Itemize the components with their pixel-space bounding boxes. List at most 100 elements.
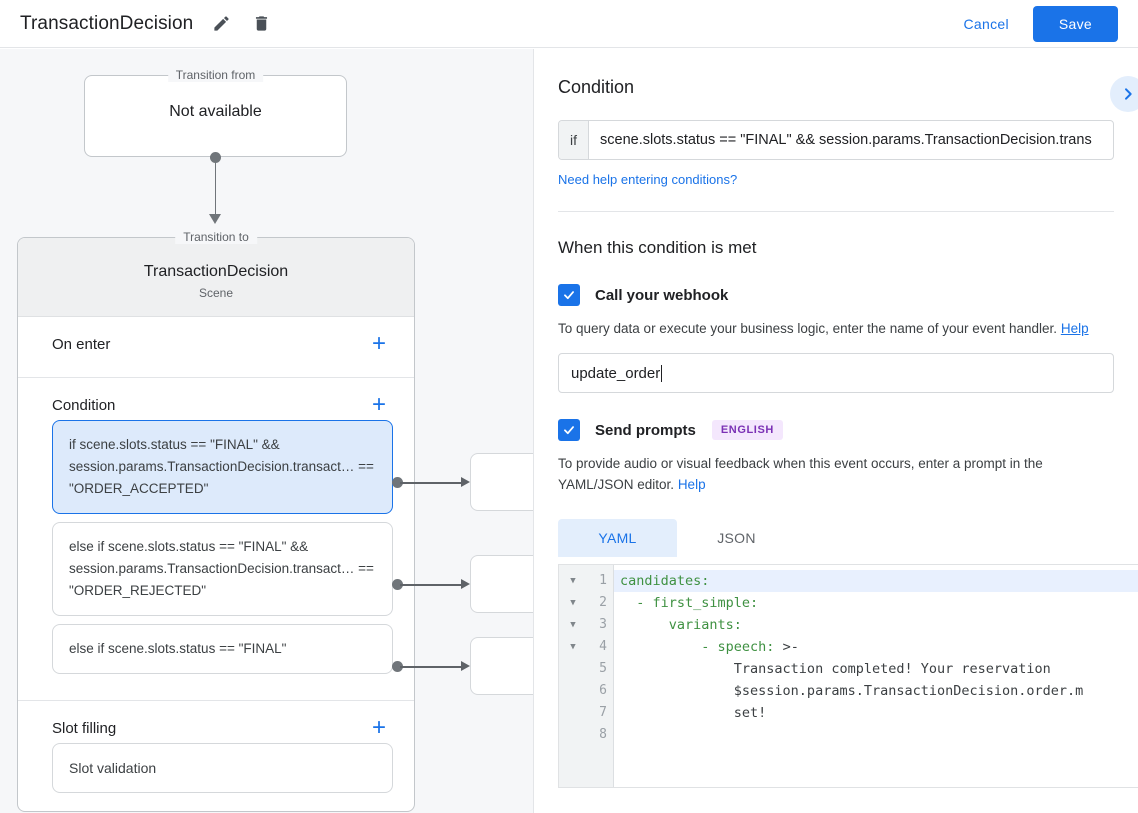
section-on-enter: On enter +	[18, 317, 414, 378]
scene-header[interactable]: TransactionDecision Scene	[18, 238, 414, 317]
code-line[interactable]: candidates:	[614, 570, 1138, 592]
webhook-description: To query data or execute your business l…	[558, 318, 1114, 339]
call-webhook-checkbox[interactable]	[558, 284, 580, 306]
top-app-bar: TransactionDecision Cancel Save	[0, 0, 1138, 48]
fold-toggle-icon[interactable]: ▼	[570, 576, 576, 586]
edge-arrow-3	[461, 661, 470, 671]
fold-toggle-icon[interactable]: ▼	[570, 620, 576, 630]
editor-code-area[interactable]: candidates: - first_simple: variants: - …	[614, 565, 1138, 787]
line-number: 4	[599, 639, 607, 654]
fold-toggle-icon[interactable]: ▼	[570, 642, 576, 652]
condition-list-item[interactable]: if scene.slots.status == "FINAL" && sess…	[52, 420, 393, 514]
edge-arrow-1	[461, 477, 470, 487]
add-on-enter-button[interactable]: +	[371, 330, 386, 357]
section-title-slot-filling: Slot filling	[52, 719, 117, 737]
prompts-help-link[interactable]: Help	[677, 477, 706, 492]
edge-line-3	[400, 666, 463, 668]
scene-canvas: Transition from Not available Transition…	[0, 49, 533, 813]
yaml-code-editor[interactable]: ▼ ▼ ▼ ▼ 1 2 3 4 5 6 7 8 candidates: - first_simple…	[558, 564, 1138, 788]
line-number: 1	[599, 573, 607, 588]
event-handler-input[interactable]: update_order	[558, 353, 1114, 393]
yaml-key-token: - first_simple:	[620, 595, 759, 611]
section-spacer	[18, 682, 414, 700]
code-line[interactable]: - first_simple:	[614, 592, 1138, 614]
condition-section: Condition if scene.slots.status == "FINA…	[534, 49, 1138, 212]
section-title-condition: Condition	[52, 396, 116, 414]
code-line[interactable]: - speech: >-	[614, 636, 1138, 658]
transition-from-card[interactable]: Transition from Not available	[84, 68, 347, 157]
line-number: 5	[599, 661, 607, 676]
yaml-value-token: >-	[774, 639, 799, 655]
transition-to-legend: Transition to	[175, 230, 257, 244]
when-condition-met-section: When this condition is met Call your web…	[534, 212, 1138, 557]
fold-toggle-icon[interactable]	[559, 658, 587, 680]
condition-input-group[interactable]: if scene.slots.status == "FINAL" && sess…	[558, 120, 1114, 160]
webhook-help-link[interactable]: Help	[1060, 321, 1089, 336]
fold-toggle-icon[interactable]	[559, 680, 587, 702]
yaml-value-token: Transaction completed! Your reservation	[620, 661, 1051, 677]
transition-to-scene-card: Transition to TransactionDecision Scene …	[17, 230, 415, 812]
scene-subtitle: Scene	[198, 286, 234, 300]
trash-icon[interactable]	[249, 12, 273, 36]
line-number: 2	[599, 595, 607, 610]
section-condition: Condition + if scene.slots.status == "FI…	[18, 378, 414, 701]
cancel-button[interactable]: Cancel	[951, 8, 1020, 40]
send-prompts-label: Send prompts	[595, 421, 696, 439]
editor-line-number-gutter: 1 2 3 4 5 6 7 8	[587, 565, 614, 787]
code-line[interactable]: variants:	[614, 614, 1138, 636]
webhook-description-text: To query data or execute your business l…	[558, 321, 1058, 336]
code-line[interactable]: $session.params.TransactionDecision.orde…	[614, 680, 1138, 702]
condition-expression-input[interactable]: scene.slots.status == "FINAL" && session…	[600, 132, 1092, 148]
slot-validation-item[interactable]: Slot validation	[52, 743, 393, 793]
code-line[interactable]: Transaction completed! Your reservation	[614, 658, 1138, 680]
edge-target-card[interactable]	[470, 637, 533, 695]
yaml-value-token: set!	[620, 705, 767, 721]
event-handler-value: update_order	[571, 364, 661, 382]
yaml-value-token: $session.params.TransactionDecision.orde…	[620, 683, 1084, 699]
section-spacer	[18, 793, 414, 811]
edge-dot-3	[392, 661, 403, 672]
transition-from-legend: Transition from	[167, 68, 264, 82]
code-line[interactable]: set!	[614, 702, 1138, 724]
prompts-description-text: To provide audio or visual feedback when…	[558, 456, 1043, 492]
edge-line-2	[400, 584, 463, 586]
code-line[interactable]	[614, 724, 1138, 746]
line-number: 7	[599, 705, 607, 720]
tab-yaml[interactable]: YAML	[558, 519, 677, 557]
section-header-on-enter: On enter +	[18, 317, 414, 359]
save-button[interactable]: Save	[1032, 5, 1118, 42]
add-slot-filling-button[interactable]: +	[371, 714, 386, 741]
line-number: 6	[599, 683, 607, 698]
transition-from-value: Not available	[169, 103, 262, 120]
line-number: 3	[599, 617, 607, 632]
editor-format-tabs: YAML JSON	[558, 519, 1114, 557]
line-number: 8	[599, 727, 607, 742]
yaml-key-token: candidates:	[620, 573, 710, 589]
fold-toggle-icon[interactable]: ▼	[570, 598, 576, 608]
edge-line-1	[400, 482, 463, 484]
fold-toggle-icon[interactable]	[559, 702, 587, 724]
scene-name: TransactionDecision	[143, 263, 289, 280]
send-prompts-checkbox[interactable]	[558, 419, 580, 441]
fold-toggle-icon[interactable]	[559, 724, 587, 746]
send-prompts-row[interactable]: Send prompts ENGLISH	[558, 419, 1114, 441]
edge-target-card[interactable]	[470, 453, 533, 511]
call-webhook-row[interactable]: Call your webhook	[558, 284, 1114, 306]
yaml-key-token: variants:	[620, 617, 742, 633]
edge-target-card[interactable]	[470, 555, 533, 613]
condition-list-item[interactable]: else if scene.slots.status == "FINAL" &&…	[52, 522, 393, 616]
section-title-on-enter: On enter	[52, 335, 111, 353]
chevron-right-icon[interactable]	[1110, 76, 1138, 112]
tab-json[interactable]: JSON	[717, 530, 756, 546]
add-condition-button[interactable]: +	[371, 391, 386, 418]
section-spacer	[18, 359, 414, 377]
pencil-icon[interactable]	[209, 12, 233, 36]
prompts-description: To provide audio or visual feedback when…	[558, 453, 1113, 495]
edge-dot-2	[392, 579, 403, 590]
yaml-key-token: - speech:	[620, 639, 775, 655]
need-help-link[interactable]: Need help entering conditions?	[558, 172, 738, 187]
page-title: TransactionDecision	[20, 12, 194, 34]
condition-list-item[interactable]: else if scene.slots.status == "FINAL"	[52, 624, 393, 674]
section-header-slot-filling: Slot filling +	[18, 701, 414, 743]
